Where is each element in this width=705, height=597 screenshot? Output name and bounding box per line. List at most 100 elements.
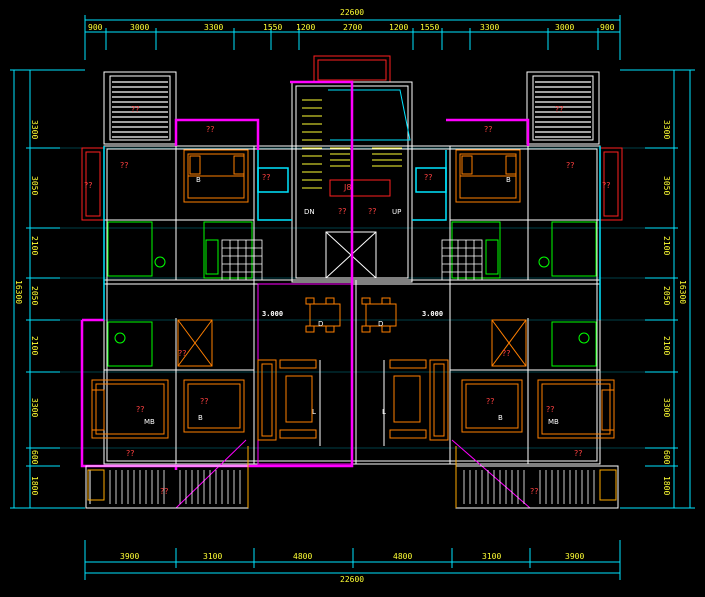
- room-label: ??: [424, 173, 433, 182]
- left-segment-labels: 3300 3050 2100 2050 2100 3300 600 1800: [30, 120, 39, 495]
- structural-walls: [103, 145, 601, 465]
- stair-roof-element: [313, 55, 391, 83]
- dim-label: 3000: [555, 23, 574, 32]
- bed-bottom-right-2: [461, 379, 523, 433]
- dim-label: 1800: [30, 476, 39, 495]
- bedroom-label: B: [196, 176, 201, 184]
- dim-label: 3050: [662, 176, 671, 195]
- dim-label: 2100: [662, 236, 671, 255]
- room-label: ??: [206, 125, 215, 134]
- dim-label: 3050: [30, 176, 39, 195]
- living-sofa-left: [257, 359, 321, 446]
- dim-label: 3300: [662, 120, 671, 139]
- top-left-balcony: ??: [103, 71, 177, 145]
- dim-label: 900: [88, 23, 103, 32]
- lift-label: J8: [343, 183, 351, 192]
- bed-bottom-left: [91, 379, 169, 439]
- dim-label: 3900: [120, 552, 139, 561]
- stair-down-label: DN: [304, 208, 315, 216]
- dining-set-left: [305, 297, 341, 333]
- living-label: L: [312, 408, 316, 416]
- room-label: ??: [200, 397, 209, 406]
- dim-label: 3300: [662, 398, 671, 417]
- dim-label: 3300: [30, 398, 39, 417]
- balcony-trim: [87, 446, 617, 508]
- room-label: ??: [338, 207, 347, 216]
- left-dimension-chain: [10, 69, 85, 509]
- dim-label: 2700: [343, 23, 362, 32]
- right-dimension-chain: [620, 69, 695, 509]
- dining-label: D: [378, 320, 383, 328]
- dim-label: 3300: [30, 120, 39, 139]
- room-label: ??: [546, 405, 555, 414]
- room-label: ??: [555, 105, 564, 114]
- bathrooms: [107, 221, 597, 367]
- dim-label: 1200: [389, 23, 408, 32]
- room-label: ??: [160, 487, 169, 496]
- room-label: ??: [84, 181, 93, 190]
- dim-label: 600: [30, 450, 39, 465]
- bottom-dimension-chain: [84, 540, 621, 580]
- living-label: L: [382, 408, 386, 416]
- master-bedroom-label: MB: [548, 418, 559, 426]
- dim-label: 2100: [30, 336, 39, 355]
- dim-label: 3100: [203, 552, 222, 561]
- bottom-right-balcony-rails: [463, 470, 595, 504]
- bottom-left-balcony-rails: [109, 470, 241, 504]
- dining-set-right: [361, 297, 397, 333]
- bedroom-label: B: [498, 414, 503, 422]
- room-label: ??: [120, 161, 129, 170]
- bed-bottom-left-2: [183, 379, 245, 433]
- dim-label: 3100: [482, 552, 501, 561]
- dim-label: 2100: [30, 236, 39, 255]
- stair-up-label: UP: [392, 208, 401, 216]
- left-total-dim: 16300: [14, 280, 23, 304]
- dim-label: 3000: [130, 23, 149, 32]
- dim-label: 3900: [565, 552, 584, 561]
- bed-top-right: [455, 149, 521, 203]
- room-label: ??: [136, 405, 145, 414]
- dim-label: 3300: [480, 23, 499, 32]
- dim-label: 1800: [662, 476, 671, 495]
- bottom-segment-labels: 3900 3100 4800 4800 3100 3900: [120, 552, 584, 561]
- top-right-balcony: ??: [526, 71, 600, 145]
- top-dimension-chain: [84, 15, 621, 60]
- right-total-dim: 16300: [678, 280, 687, 304]
- dim-label: 900: [600, 23, 615, 32]
- room-label: ??: [602, 181, 611, 190]
- bed-bottom-right: [537, 379, 615, 439]
- cyan-boundaries: [103, 146, 601, 320]
- right-segment-labels: 3300 3050 2100 2050 2100 3300 600 1800: [662, 120, 671, 495]
- dim-label: 4800: [393, 552, 412, 561]
- room-label: ??: [368, 207, 377, 216]
- dim-label: 4800: [293, 552, 312, 561]
- room-label: ??: [530, 487, 539, 496]
- bedroom-label: B: [506, 176, 511, 184]
- dim-label: 600: [662, 450, 671, 465]
- dim-label: 2100: [662, 336, 671, 355]
- living-sofa-right: [383, 359, 449, 446]
- room-label: ??: [126, 449, 135, 458]
- dim-label: 2050: [662, 286, 671, 305]
- dim-label: 1550: [420, 23, 439, 32]
- room-label: ??: [486, 397, 495, 406]
- bottom-total-dim: 22600: [340, 575, 364, 584]
- room-label: ??: [566, 161, 575, 170]
- room-label: ??: [484, 125, 493, 134]
- kitchen-tiles-left: [221, 239, 263, 281]
- bedroom-label: B: [198, 414, 203, 422]
- room-label: ??: [131, 105, 140, 114]
- kitchen-tiles-right: [441, 239, 483, 281]
- room-label: ??: [262, 173, 271, 182]
- master-bedroom-label: MB: [144, 418, 155, 426]
- bed-top-left: [183, 149, 249, 203]
- dim-label: 2050: [30, 286, 39, 305]
- room-label: ??: [178, 349, 187, 358]
- room-label: ??: [502, 349, 511, 358]
- room-label: ??: [574, 449, 583, 458]
- top-segment-labels: 900 3000 3300 1550 1200 2700 1200 1550 3…: [88, 23, 615, 32]
- closets: [177, 319, 527, 367]
- level-mark: 3.000: [422, 310, 443, 318]
- dim-label: 1550: [263, 23, 282, 32]
